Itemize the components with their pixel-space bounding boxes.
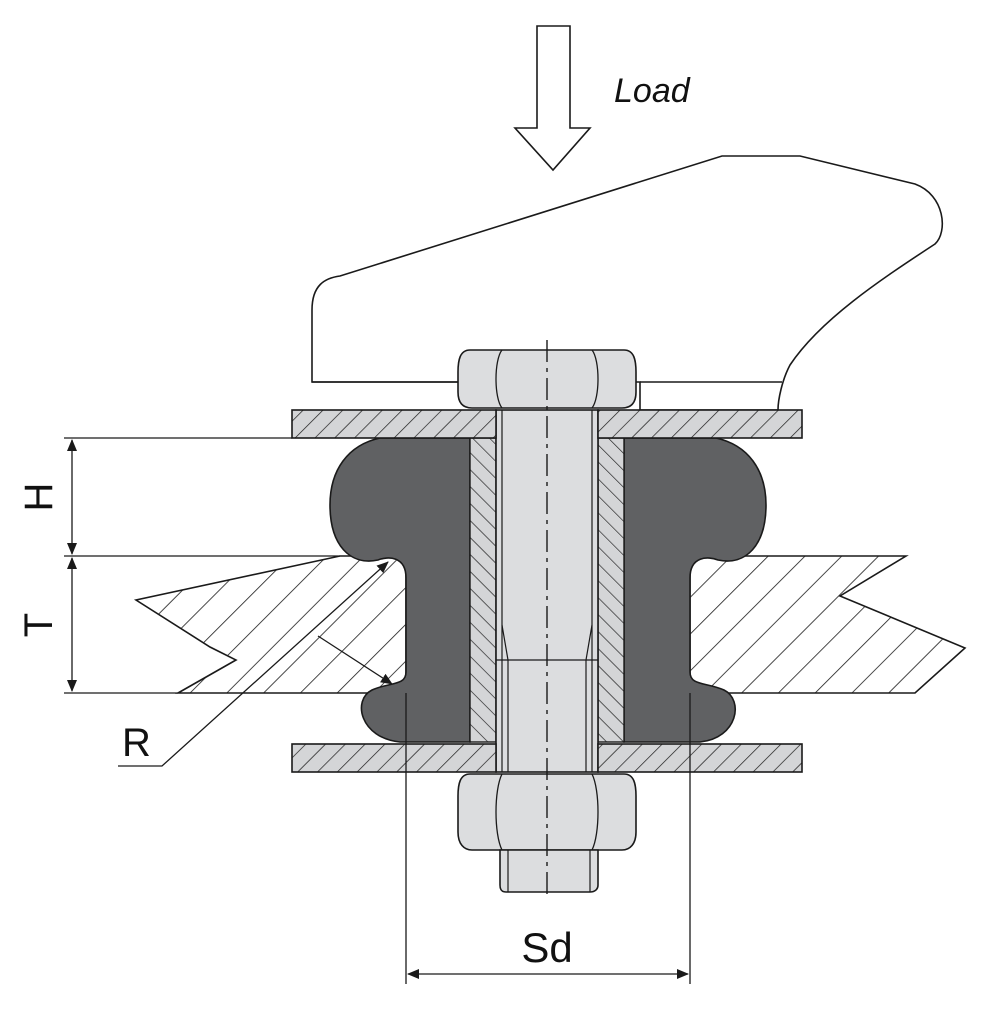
dimension-r-label: R <box>122 721 151 765</box>
dimension-sd-label: Sd <box>521 924 572 971</box>
dimension-h <box>64 437 340 557</box>
equipment-foot <box>311 155 944 411</box>
dimension-t <box>64 557 178 694</box>
rubber-element-right <box>623 437 767 743</box>
dimension-h-label: H <box>17 483 61 512</box>
bolt-thread-end <box>499 849 599 893</box>
rubber-element-left <box>329 437 471 743</box>
foundation-plate <box>133 555 967 694</box>
load-label: Load <box>614 72 691 110</box>
dimension-r <box>118 561 393 767</box>
dimension-sd <box>405 693 691 984</box>
load-arrow <box>513 25 592 172</box>
top-plate <box>291 409 803 439</box>
bottom-plate <box>291 743 803 773</box>
inner-sleeve <box>469 437 625 743</box>
dimension-t-label: T <box>17 613 61 637</box>
